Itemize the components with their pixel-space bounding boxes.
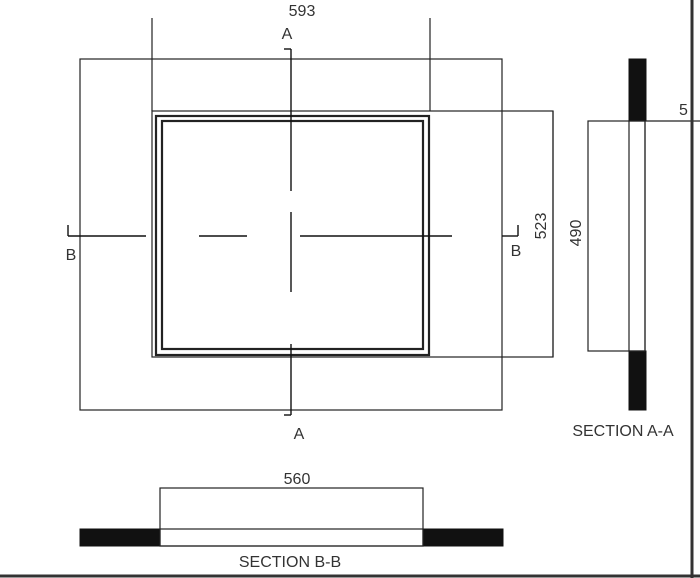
- section-bb-panel-face: [159, 528, 424, 547]
- dim-593-label: 593: [289, 3, 316, 20]
- dim-523-label: 523: [533, 213, 550, 240]
- section-bb-title: SECTION B-B: [239, 554, 341, 571]
- plan-view: 593 523 A A B B: [66, 3, 554, 443]
- section-bb-view: 560 SECTION B-B: [79, 471, 504, 571]
- section-marker-b-left: B: [66, 247, 77, 264]
- section-aa-flange-top: [628, 58, 647, 122]
- frame-outline: [151, 110, 554, 358]
- section-aa-view: 5 490 SECTION A-A: [568, 58, 700, 440]
- dim-5-label: 5: [679, 102, 688, 119]
- panel-inner-edge: [160, 119, 425, 351]
- section-aa-panel-face: [628, 120, 646, 352]
- section-aa-flange-bottom: [628, 350, 647, 411]
- section-aa-title: SECTION A-A: [572, 423, 674, 440]
- section-marker-a-top: A: [282, 26, 293, 43]
- dim-490-label: 490: [568, 220, 585, 247]
- section-marker-a-bottom: A: [294, 426, 305, 443]
- dim-560-label: 560: [284, 471, 311, 488]
- section-bb-flange-left: [79, 528, 161, 547]
- section-bb-flange-right: [422, 528, 504, 547]
- section-aa-panel-outer: [587, 120, 646, 352]
- section-marker-b-right: B: [511, 243, 522, 260]
- section-bb-panel-outer: [159, 487, 424, 547]
